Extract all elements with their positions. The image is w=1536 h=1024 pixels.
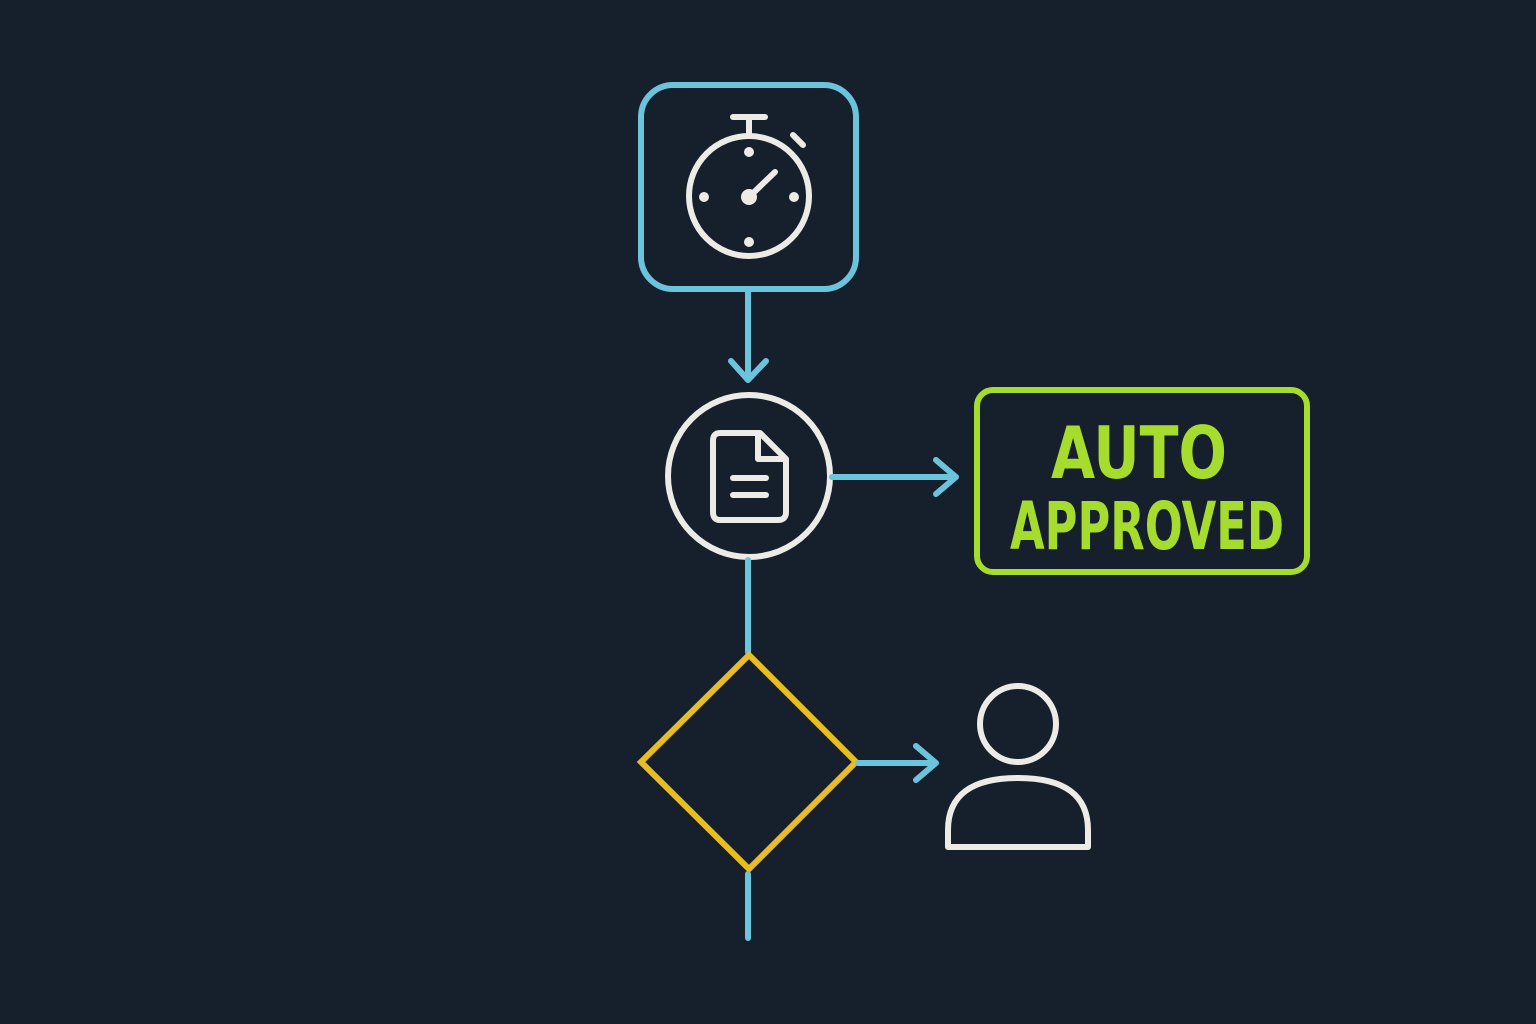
user-head: [977, 683, 1059, 765]
decision-node: [636, 650, 861, 874]
stopwatch-icon: [686, 114, 812, 259]
arrowhead-right-icon: [933, 457, 959, 497]
user-icon: [945, 683, 1091, 850]
auto-approved-stamp: AUTO APPROVED: [974, 387, 1310, 575]
document-icon: [710, 430, 789, 523]
stamp-line-approved: APPROVED: [1010, 488, 1284, 565]
connector-timer-to-document: [728, 287, 769, 383]
stamp-line-auto: AUTO: [1051, 411, 1227, 495]
stamp-frame: [974, 387, 1310, 575]
arrowhead-right-icon: [913, 743, 939, 783]
connector-decision-to-user: [855, 743, 939, 783]
arrowhead-down-icon: [728, 358, 769, 383]
connector-document-to-stamp: [829, 457, 959, 497]
user-body: [945, 775, 1091, 850]
